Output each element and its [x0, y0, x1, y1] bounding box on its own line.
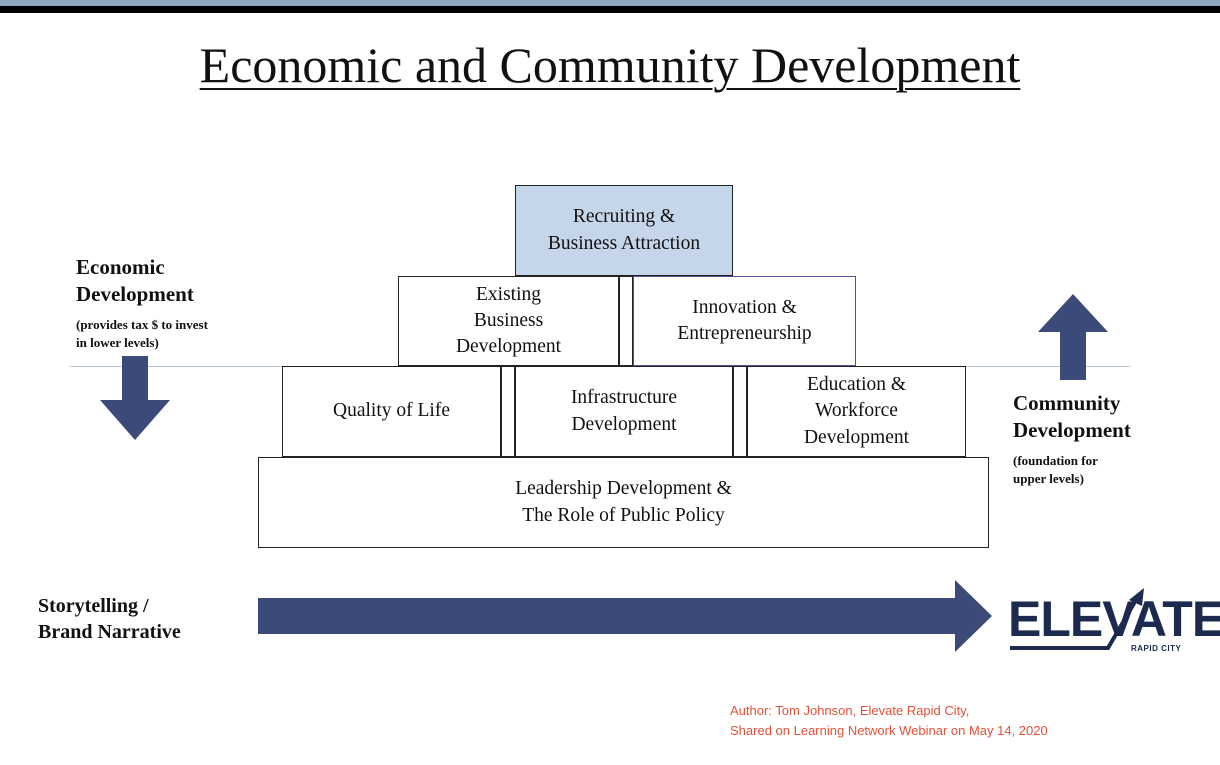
gap-box-1	[501, 366, 515, 457]
elevate-logo: ELEVATE RAPID CITY	[1008, 586, 1220, 664]
logo-subtitle: RAPID CITY	[1131, 644, 1182, 653]
left-gap-box	[619, 276, 633, 366]
community-development-heading: Community Development	[1013, 390, 1131, 445]
logo-swoosh-icon	[1010, 588, 1144, 650]
gap-box-2	[733, 366, 747, 457]
storytelling-line1: Storytelling /	[38, 595, 149, 617]
pyramid-top-box: Recruiting & Business Attraction	[515, 185, 733, 276]
leadership-label: Leadership Development & The Role of Pub…	[515, 478, 732, 526]
economic-development-heading: Economic Development	[76, 254, 194, 309]
recruiting-label: Recruiting & Business Attraction	[547, 206, 701, 254]
quality-of-life-box: Quality of Life	[282, 366, 501, 457]
economic-heading-line1: Economic	[76, 255, 165, 279]
right-arrow-icon	[258, 580, 992, 652]
innovation-box: Innovation & Entrepreneurship	[633, 276, 856, 366]
storytelling-label: Storytelling / Brand Narrative	[38, 593, 181, 645]
storytelling-line2: Brand Narrative	[38, 621, 181, 643]
education-label: Education & Workforce Development	[803, 374, 910, 448]
community-development-note: (foundation for upper levels)	[1013, 453, 1098, 486]
existing-business-box: Existing Business Development	[398, 276, 619, 366]
community-heading-line2: Development	[1013, 418, 1131, 443]
author-credit: Author: Tom Johnson, Elevate Rapid City,…	[730, 703, 1048, 739]
page-title: Economic and Community Development	[199, 37, 1021, 93]
existing-business-label: Existing Business Development	[455, 283, 562, 358]
top-bar	[0, 0, 1220, 13]
quality-of-life-label: Quality of Life	[333, 400, 450, 422]
community-heading-line1: Community	[1013, 391, 1121, 415]
economic-heading-line2: Development	[76, 282, 194, 307]
leadership-base-box: Leadership Development & The Role of Pub…	[258, 457, 989, 548]
economic-development-note: (provides tax $ to invest in lower level…	[76, 317, 208, 350]
infrastructure-box: Infrastructure Development	[515, 366, 733, 457]
infrastructure-label: Infrastructure Development	[570, 387, 678, 435]
innovation-label: Innovation & Entrepreneurship	[677, 296, 812, 344]
up-arrow-icon	[1038, 294, 1108, 380]
top-bar-accent	[0, 0, 1220, 6]
down-arrow-icon	[100, 356, 170, 440]
education-box: Education & Workforce Development	[747, 366, 966, 457]
